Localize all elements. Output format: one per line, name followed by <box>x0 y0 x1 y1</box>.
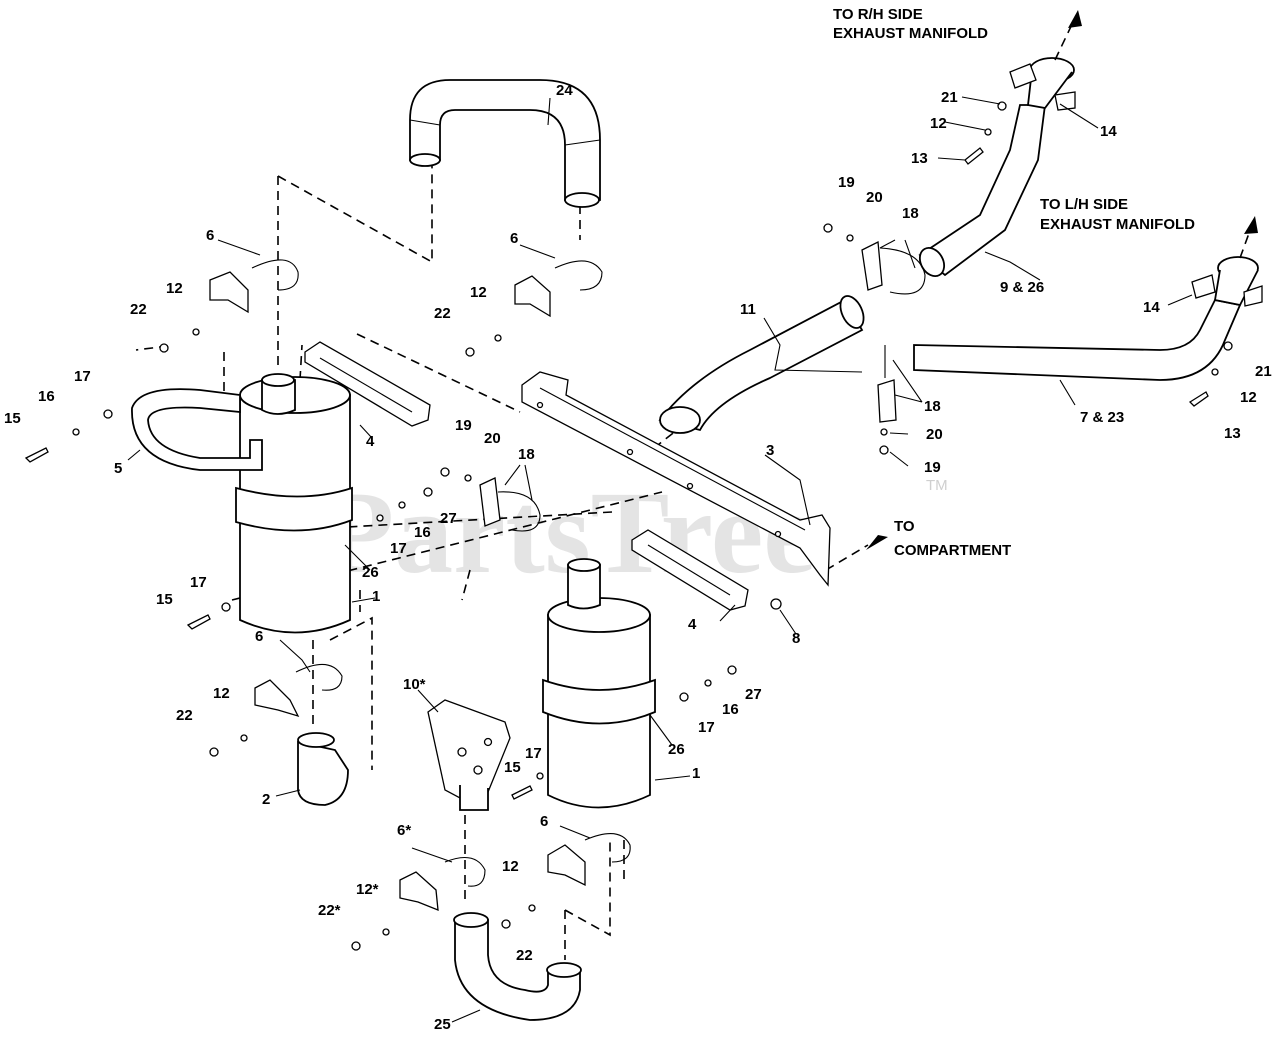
part-label: 11 <box>740 301 756 318</box>
part-label: 18 <box>924 398 941 415</box>
bracket-4-left <box>304 341 431 427</box>
part-label: 12 <box>502 858 519 875</box>
part-label: 20 <box>926 426 943 443</box>
part-label: 12 <box>166 280 183 297</box>
part-label: 16 <box>38 388 55 405</box>
part-label: 15 <box>504 759 521 776</box>
part-label: 25 <box>434 1016 451 1033</box>
part-label: 14 <box>1143 299 1160 316</box>
clamp-5 <box>131 388 263 471</box>
callout-compartment-line1: TO <box>894 518 915 535</box>
arrow-up-right-icon <box>1068 10 1082 28</box>
part-label: 27 <box>440 510 457 527</box>
part-label: 14 <box>1100 123 1117 140</box>
pipe-7-23 <box>913 256 1263 381</box>
part-label: 8 <box>792 630 800 647</box>
part-label: 13 <box>911 150 928 167</box>
part-label: 22 <box>434 305 451 322</box>
part-label: 2 <box>262 791 270 808</box>
watermark-trademark: TM <box>926 477 948 494</box>
part-label: 21 <box>1255 363 1272 380</box>
part-label: 18 <box>902 205 919 222</box>
part-label: 12* <box>356 881 379 898</box>
bracket-4-right <box>631 529 749 611</box>
part-label: 17 <box>190 574 207 591</box>
part-label: 4 <box>366 433 375 450</box>
pipe-24 <box>409 79 601 208</box>
part-label: 12 <box>213 685 230 702</box>
part-label: 17 <box>525 745 542 762</box>
part-label: 6 <box>206 227 214 244</box>
callout-compartment-line2: COMPARTMENT <box>894 542 1011 559</box>
part-label: 22 <box>516 947 533 964</box>
part-label: 16 <box>414 524 431 541</box>
callout-rh-line1: TO R/H SIDE <box>833 6 923 23</box>
callouts: TO R/H SIDE EXHAUST MANIFOLD TO L/H SIDE… <box>833 6 1195 559</box>
part-label: 15 <box>156 591 173 608</box>
part-label: 22 <box>176 707 193 724</box>
pipe-9-26 <box>918 57 1076 278</box>
part-label: 13 <box>1224 425 1241 442</box>
bar-3 <box>521 371 831 587</box>
part-label: 18 <box>518 446 535 463</box>
part-label: 17 <box>698 719 715 736</box>
part-label: 21 <box>941 89 958 106</box>
pipe-25 <box>453 912 582 1021</box>
part-label: 12 <box>930 115 947 132</box>
bracket-10 <box>427 699 511 811</box>
callout-lh-line2: EXHAUST MANIFOLD <box>1040 216 1195 233</box>
part-label: 1 <box>372 588 380 605</box>
muffler-left <box>235 373 353 634</box>
part-label: 7 & 23 <box>1080 409 1124 426</box>
part-label: 19 <box>924 459 941 476</box>
part-label: 17 <box>74 368 91 385</box>
direction-arrows <box>866 10 1258 550</box>
part-label: 20 <box>866 189 883 206</box>
arrow-up-right-icon <box>1244 216 1258 234</box>
part-labels: 24 21 12 13 14 19 20 18 6 6 12 12 22 22 … <box>4 82 1272 1033</box>
part-label: 22* <box>318 902 341 919</box>
part-label: 19 <box>455 417 472 434</box>
pipe-2 <box>297 732 349 806</box>
part-label: 9 & 26 <box>1000 279 1044 296</box>
part-label: 10* <box>403 676 426 693</box>
part-label: 26 <box>668 741 685 758</box>
part-label: 5 <box>114 460 122 477</box>
callout-rh-line2: EXHAUST MANIFOLD <box>833 25 988 42</box>
part-label: 12 <box>1240 389 1257 406</box>
part-label: 26 <box>362 564 379 581</box>
part-label: 1 <box>692 765 700 782</box>
hardware <box>24 101 1233 951</box>
part-label: 6* <box>397 822 411 839</box>
part-label: 6 <box>540 813 548 830</box>
part-label: 6 <box>510 230 518 247</box>
part-label: 20 <box>484 430 501 447</box>
part-label: 17 <box>390 540 407 557</box>
leader-lines <box>127 96 1193 1023</box>
part-label: 3 <box>766 442 774 459</box>
part-label: 19 <box>838 174 855 191</box>
part-label: 6 <box>255 628 263 645</box>
callout-lh-line1: TO L/H SIDE <box>1040 196 1128 213</box>
part-label: 24 <box>556 82 573 99</box>
pipe-11 <box>658 295 865 434</box>
u-clamps <box>209 240 926 912</box>
part-label: 27 <box>745 686 762 703</box>
muffler-right <box>542 558 656 809</box>
part-label: 22 <box>130 301 147 318</box>
part-label: 15 <box>4 410 21 427</box>
part-label: 16 <box>722 701 739 718</box>
arrow-right-icon <box>866 535 888 550</box>
part-label: 4 <box>688 616 697 633</box>
part-label: 12 <box>470 284 487 301</box>
